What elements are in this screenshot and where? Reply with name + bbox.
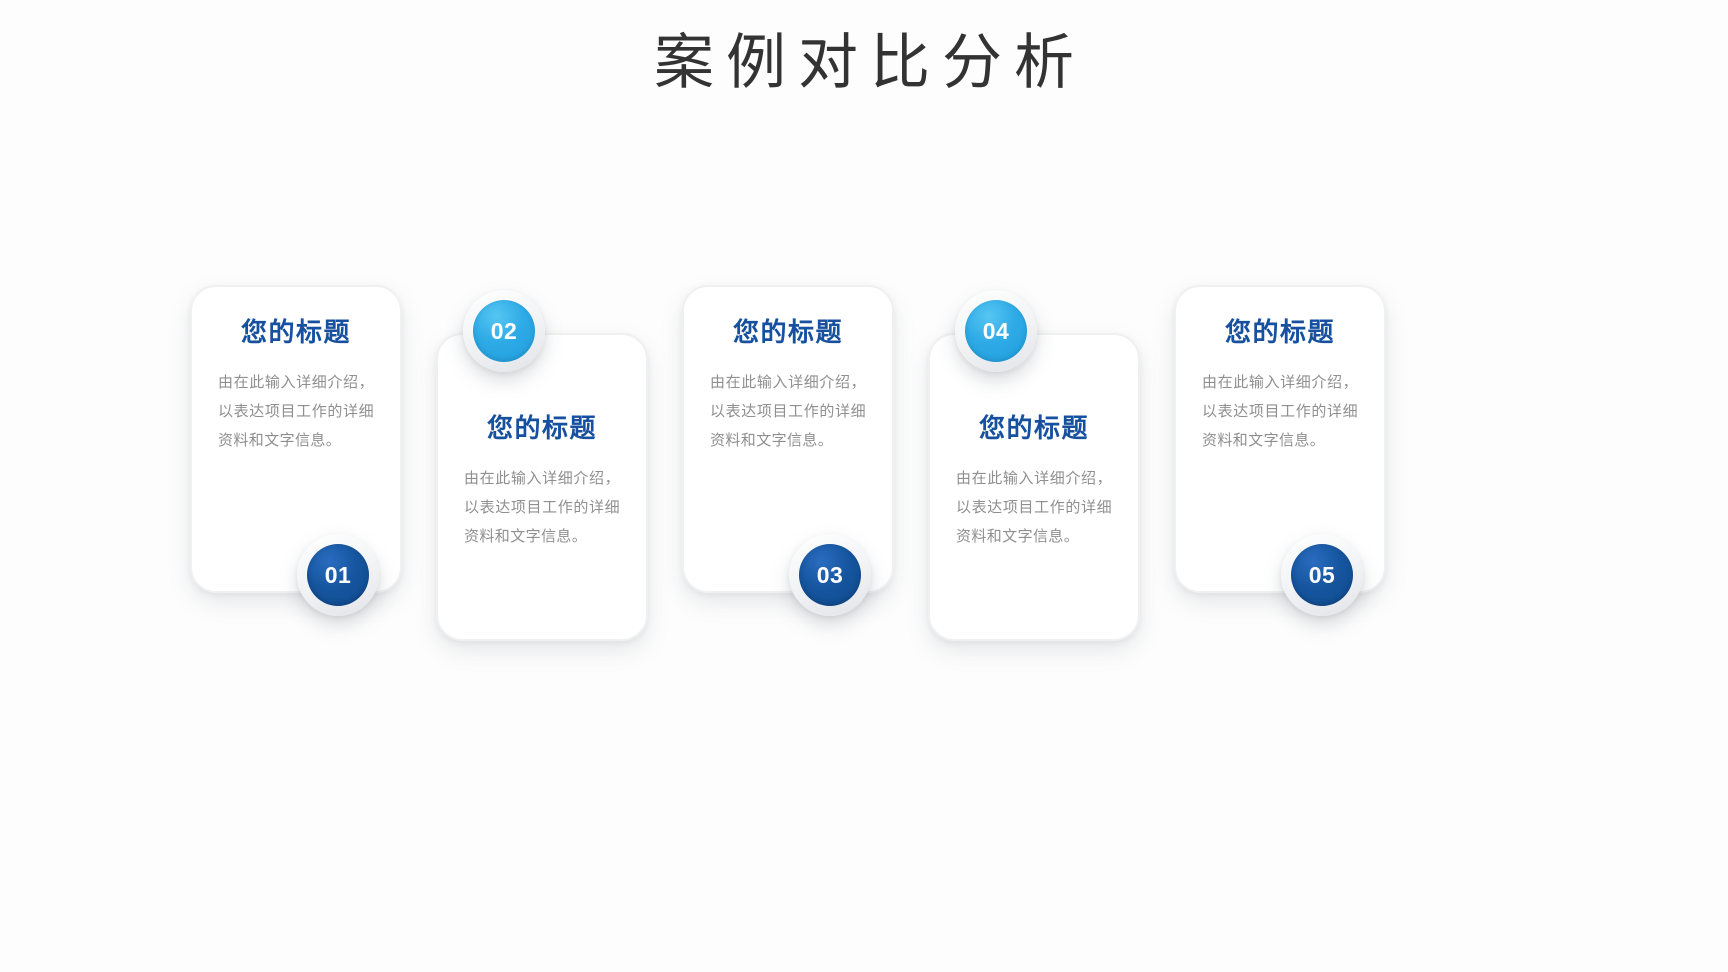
step-number-label: 03 (799, 544, 861, 606)
step-number-badge[interactable]: 01 (297, 534, 379, 616)
info-card[interactable]: 您的标题由在此输入详细介绍，以表达项目工作的详细资料和文字信息。 (682, 285, 894, 593)
card-body-text: 由在此输入详细介绍，以表达项目工作的详细资料和文字信息。 (218, 374, 374, 450)
card-title: 您的标题 (486, 413, 597, 443)
card-content: 您的标题由在此输入详细介绍，以表达项目工作的详细资料和文字信息。 (930, 413, 1138, 552)
card-title: 您的标题 (1224, 317, 1335, 347)
step-number-badge[interactable]: 02 (463, 290, 545, 372)
step-number-badge[interactable]: 03 (789, 534, 871, 616)
page-title: 案例对比分析 (654, 29, 1086, 96)
step-number-label: 02 (473, 300, 535, 362)
step-number-badge[interactable]: 05 (1281, 534, 1363, 616)
card-content: 您的标题由在此输入详细介绍，以表达项目工作的详细资料和文字信息。 (192, 317, 400, 456)
card-title: 您的标题 (240, 317, 351, 347)
card-title: 您的标题 (732, 317, 843, 347)
step-number-badge[interactable]: 04 (955, 290, 1037, 372)
step-number-label: 04 (965, 300, 1027, 362)
card-body-text: 由在此输入详细介绍，以表达项目工作的详细资料和文字信息。 (464, 470, 620, 546)
info-card[interactable]: 您的标题由在此输入详细介绍，以表达项目工作的详细资料和文字信息。 (436, 333, 648, 641)
card-body-text: 由在此输入详细介绍，以表达项目工作的详细资料和文字信息。 (710, 374, 866, 450)
card-title: 您的标题 (978, 413, 1089, 443)
info-card[interactable]: 您的标题由在此输入详细介绍，以表达项目工作的详细资料和文字信息。 (1174, 285, 1386, 593)
step-number-label: 01 (307, 544, 369, 606)
card-body-text: 由在此输入详细介绍，以表达项目工作的详细资料和文字信息。 (956, 470, 1112, 546)
card-content: 您的标题由在此输入详细介绍，以表达项目工作的详细资料和文字信息。 (684, 317, 892, 456)
card-content: 您的标题由在此输入详细介绍，以表达项目工作的详细资料和文字信息。 (438, 413, 646, 552)
info-card[interactable]: 您的标题由在此输入详细介绍，以表达项目工作的详细资料和文字信息。 (190, 285, 402, 593)
card-content: 您的标题由在此输入详细介绍，以表达项目工作的详细资料和文字信息。 (1176, 317, 1384, 456)
info-card[interactable]: 您的标题由在此输入详细介绍，以表达项目工作的详细资料和文字信息。 (928, 333, 1140, 641)
step-number-label: 05 (1291, 544, 1353, 606)
card-body-text: 由在此输入详细介绍，以表达项目工作的详细资料和文字信息。 (1202, 374, 1358, 450)
